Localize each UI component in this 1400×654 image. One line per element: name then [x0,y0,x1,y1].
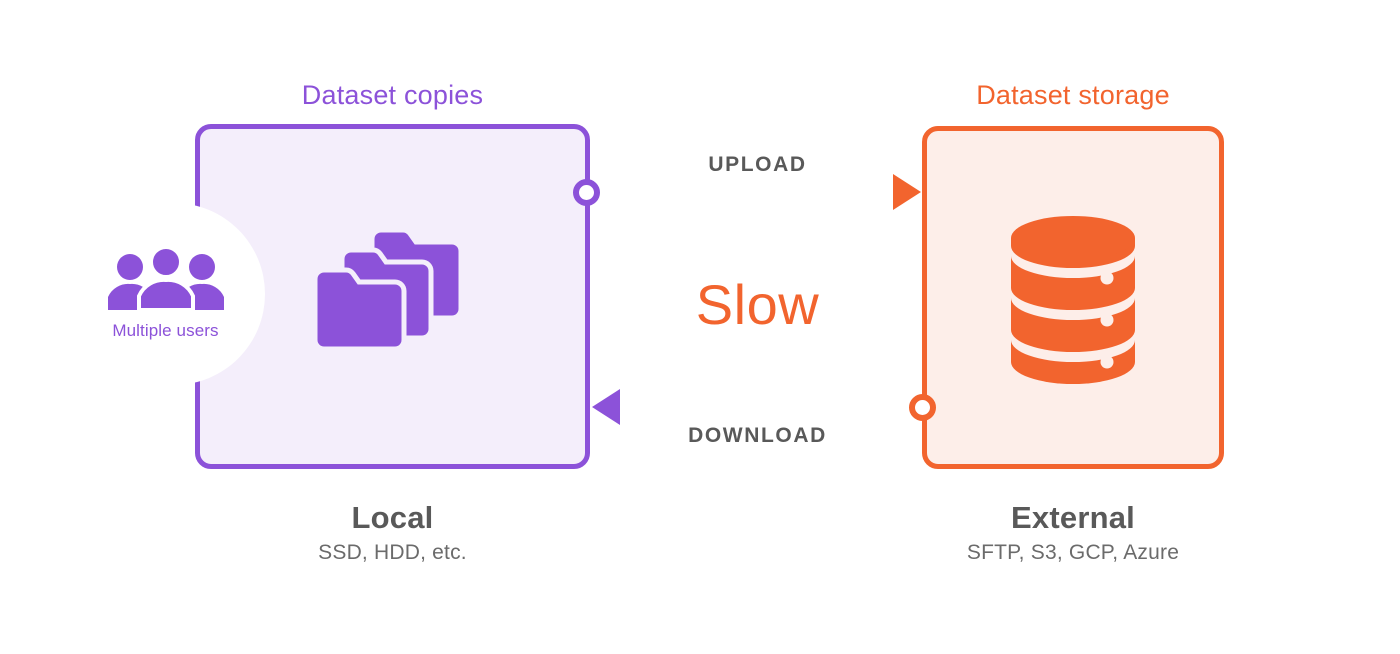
upload-label: UPLOAD [708,153,807,176]
local-footer: Local SSD, HDD, etc. [195,500,590,565]
local-footer-subtitle: SSD, HDD, etc. [318,541,467,564]
external-footer-title: External [1011,500,1135,535]
multiple-users-caption: Multiple users [112,321,219,340]
external-footer-subtitle: SFTP, S3, GCP, Azure [966,541,1180,564]
folder-stack-icon [312,220,473,365]
database-cylinder-icon [1003,216,1143,389]
download-arrow [592,389,912,425]
local-footer-title: Local [351,500,434,535]
download-connector-knob [909,394,936,421]
left-panel-title: Dataset copies [301,80,484,110]
speed-label: Slow [695,273,820,336]
external-footer: External SFTP, S3, GCP, Azure [922,500,1224,565]
multiple-users-icon [88,245,243,315]
download-label: DOWNLOAD [688,424,827,447]
multiple-users-group: Multiple users [88,245,243,358]
upload-connector-knob [573,179,600,206]
right-panel-title: Dataset storage [976,80,1170,110]
upload-arrow [596,174,921,210]
